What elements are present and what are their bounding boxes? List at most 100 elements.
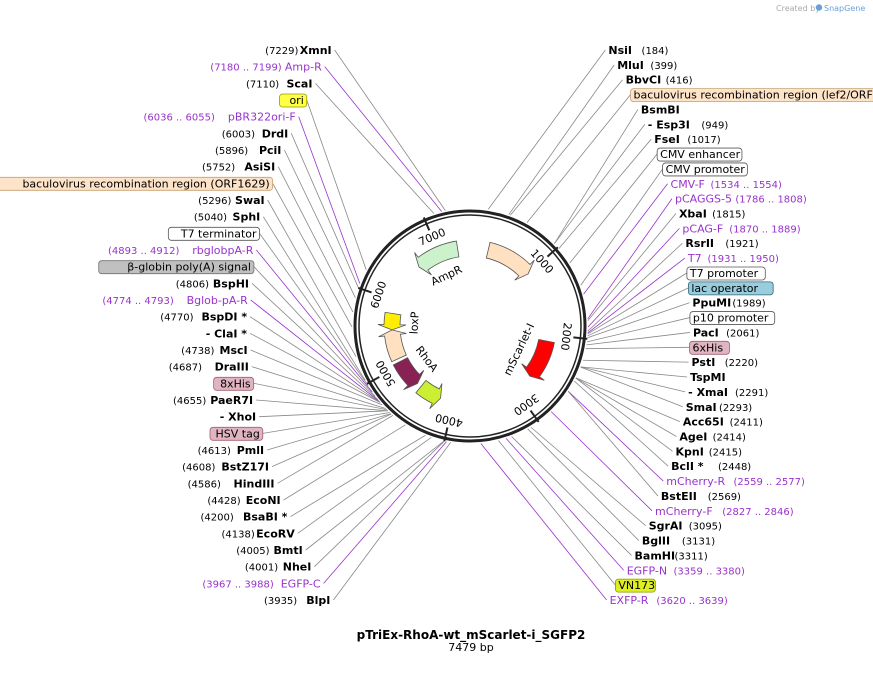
label-t7-terminator[interactable]: T7 terminator [167,226,260,241]
label-agei[interactable]: AgeI(2414) [679,430,746,443]
label-6xhis[interactable]: 6xHis [689,340,730,355]
label-name: HindIII [234,477,275,490]
feature-box [689,340,730,355]
feature-mscarlet-i[interactable] [521,338,555,381]
label-cmv-enhancer[interactable]: CMV enhancer [656,147,743,162]
label-xmai[interactable]: - XmaI(2291) [688,386,768,399]
label-fsei[interactable]: FseI(1017) [654,133,721,146]
label-name: BbvCI [626,74,662,87]
label-name: AgeI [679,430,707,443]
label-nhei[interactable]: NheI(4001) [245,561,311,574]
label-bamhi[interactable]: BamHI(3311) [635,549,708,562]
label-msci[interactable]: MscI(4738) [181,344,247,357]
label-ppumi[interactable]: PpuMI(1989) [692,297,765,310]
label-cmv-f[interactable]: CMV-F(1534 .. 1554) [671,178,783,191]
label-tspmi[interactable]: TspMI [690,371,726,384]
label-globin-poly-a-signal[interactable]: β-globin poly(A) signal [98,260,255,275]
label-bcli[interactable]: BclI *(2448) [671,460,751,473]
label-baculovirus-recombination-region-orf1629[interactable]: baculovirus recombination region (ORF162… [0,176,274,191]
label-rbglobpa-r[interactable]: rbglobpA-R(4893 .. 4912) [108,244,254,257]
label-bmti[interactable]: BmtI(4005) [236,544,302,557]
label-pcag-f[interactable]: pCAG-F(1870 .. 1889) [682,222,800,235]
label-bstz17i[interactable]: BstZ17I(4608) [182,461,269,474]
label-name: T7 promoter [689,267,759,280]
leader-line [587,242,683,332]
leader-line [574,380,669,467]
label-position: (4613) [198,446,231,457]
label-sgrai[interactable]: SgrAI(3095) [649,520,722,533]
leader-line [259,410,388,418]
leader-line [283,424,406,501]
label-bglii[interactable]: BglII(3131) [642,535,715,548]
label-paer7i[interactable]: PaeR7I(4655) [173,394,253,407]
tick-mark [529,409,540,423]
feature-ampr[interactable] [414,240,460,276]
label-draiii[interactable]: DraIII(4687) [169,361,249,374]
label-mlui[interactable]: MluI(399) [617,59,677,72]
label-hindiii[interactable]: HindIII(4586) [188,477,275,490]
label-rsrii[interactable]: RsrII(1921) [685,237,758,250]
label-mcherry-f[interactable]: mCherry-F(2827 .. 2846) [655,505,794,518]
label-esp3i[interactable]: - Esp3I(949) [648,118,729,131]
feature-loxp[interactable] [377,311,407,331]
label-name: NsiI [608,44,632,57]
label-exfp-r[interactable]: EXFP-R(3620 .. 3639) [610,594,728,607]
label-swai[interactable]: SwaI(5296) [198,194,264,207]
label-amp-r[interactable]: Amp-R(7180 .. 7199) [210,61,322,74]
leader-line [253,382,387,411]
label-vn173[interactable]: VN173 [614,578,656,593]
label-baculovirus-recombination-region-lef2-orf603[interactable]: baculovirus recombination region (lef2/O… [630,88,873,102]
label-t7[interactable]: T7(1931 .. 1950) [687,252,779,265]
label-bsphi[interactable]: BspHI(4806) [176,277,249,290]
leader-line [526,94,631,223]
label-egfp-c[interactable]: EGFP-C(3967 .. 3988) [202,577,321,590]
label-8xhis[interactable]: 8xHis [213,376,255,391]
label-position: (5296) [198,196,231,207]
label-pmli[interactable]: PmlI(4613) [198,444,264,457]
label-econi[interactable]: EcoNI(4428) [207,494,280,507]
label-drdi[interactable]: DrdI(6003) [222,127,288,140]
label-p10-promoter[interactable]: p10 promoter [689,311,776,325]
label-bsmbi[interactable]: BsmBI [641,103,680,116]
label-pcii[interactable]: PciI(5896) [215,144,281,157]
feature-segment-4[interactable] [415,379,443,409]
label-xhoi[interactable]: - XhoI [220,411,256,424]
label-smai[interactable]: SmaI(2293) [686,401,753,414]
label-asisi[interactable]: AsiSI(5752) [202,161,275,174]
label-paci[interactable]: PacI(2061) [693,326,760,339]
label-ori[interactable]: ori [279,93,308,108]
label-bsteii[interactable]: BstEII(2569) [661,490,741,503]
label-egfp-n[interactable]: EGFP-N(3359 .. 3380) [627,564,745,577]
label-clai[interactable]: - ClaI * [206,327,248,340]
label-nsii[interactable]: NsiI(184) [608,44,668,57]
label-bglob-pa-r[interactable]: Bglob-pA-R(4774 .. 4793) [102,294,248,307]
label-acc65i[interactable]: Acc65I(2411) [683,416,763,429]
label-xmni[interactable]: XmnI(7229) [265,44,331,57]
label-name: - ClaI * [206,327,248,340]
label-bsabi[interactable]: BsaBI *(4200) [201,511,288,524]
tick-label: 5000 [373,358,398,389]
label-t7-promoter[interactable]: T7 promoter [686,266,766,281]
label-lac-operator[interactable]: lac operator [687,281,774,296]
label-ecorv[interactable]: EcoRV(4138) [221,527,295,540]
label-blpi[interactable]: BlpI(3935) [264,594,330,607]
label-xbai[interactable]: XbaI(1815) [679,208,746,221]
feature-rhoa[interactable] [392,357,425,391]
label-sphi[interactable]: SphI(5040) [194,211,260,224]
label-mcherry-r[interactable]: mCherry-R(2559 .. 2577) [666,475,805,488]
feature-segment-6[interactable] [378,329,407,363]
plasmid-name: pTriEx-RhoA-wt_mScarlet-i_SGFP2 [357,628,586,643]
label-bspdi[interactable]: BspDI *(4770) [160,311,247,324]
label-bbvci[interactable]: BbvCI(416) [626,74,693,87]
label-scai[interactable]: ScaI(7110) [246,77,312,90]
label-cmv-promoter[interactable]: CMV promoter [662,162,748,177]
leader-line [587,213,677,321]
feature-segment-5[interactable] [485,241,535,281]
label-kpni[interactable]: KpnI(2415) [676,445,743,458]
label-psti[interactable]: PstI(2220) [692,356,759,369]
label-hsv-tag[interactable]: HSV tag [209,426,264,441]
leader-line [567,391,664,482]
label-pbr322ori-f[interactable]: pBR322ori-F(6036 .. 6055) [143,111,295,124]
label-position: (7229) [265,46,298,57]
label-pcaggs-5[interactable]: pCAGGS-5(1786 .. 1808) [675,193,807,206]
